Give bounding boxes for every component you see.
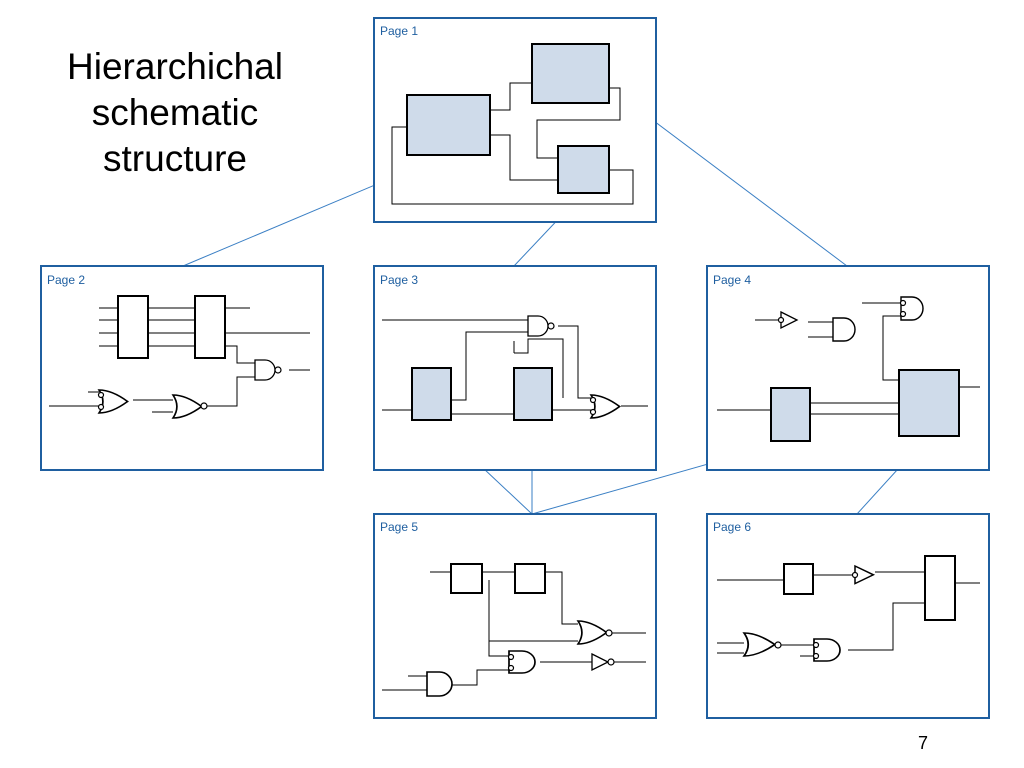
page-3-wires: [382, 319, 648, 415]
page-5-and-gate: [426, 671, 453, 697]
page-3-label: Page 3: [380, 273, 418, 287]
page-6-or-gate: [743, 632, 782, 657]
page-1-label: Page 1: [380, 24, 418, 38]
page-6-label: Page 6: [713, 520, 751, 534]
page-5-wires: [382, 571, 646, 691]
page-2-nand-gate: [254, 359, 282, 381]
page-6-buffer: [851, 565, 875, 585]
page-6-block-b: [924, 555, 956, 621]
page-3-or-gate: [589, 394, 621, 419]
page-4-block-a: [770, 387, 811, 442]
page-2-nor-gate: [172, 394, 208, 419]
page-3-block-a: [411, 367, 452, 421]
page-2-wires: [49, 307, 310, 413]
page-1-block-a: [406, 94, 491, 156]
page-5-inverter: [591, 653, 615, 671]
page-5-frame: [373, 513, 657, 719]
page-3-panel: Page 3: [373, 265, 657, 471]
page-4-buffer: [777, 311, 798, 329]
page-4-label: Page 4: [713, 273, 751, 287]
page-4-frame: [706, 265, 990, 471]
page-2-label: Page 2: [47, 273, 85, 287]
page-5-block-a: [450, 563, 483, 594]
page-4-block-b: [898, 369, 960, 437]
page-6-panel: Page 6: [706, 513, 990, 719]
page-4-panel: Page 4: [706, 265, 990, 471]
slide-title: Hierarchichal schematic structure: [40, 44, 310, 182]
page-2-panel: Page 2: [40, 265, 324, 471]
page-4-and-gate: [832, 317, 856, 342]
page-5-block-b: [514, 563, 546, 594]
page-5-nor-gate: [577, 620, 613, 645]
title-line-3: structure: [103, 138, 247, 179]
page-1-panel: Page 1: [373, 17, 657, 223]
page-5-panel: Page 5: [373, 513, 657, 719]
page-2-block-a: [117, 295, 149, 359]
page-3-block-b: [513, 367, 553, 421]
page-4-nand-gate: [899, 296, 924, 321]
page-2-or-gate: [97, 389, 129, 414]
title-line-1: Hierarchichal: [67, 46, 283, 87]
page-5-nand-gate: [507, 650, 536, 674]
page-3-nand-gate: [527, 315, 555, 337]
page-2-block-b: [194, 295, 226, 359]
page-6-nand-gate: [812, 638, 841, 662]
page-1-wires: [391, 82, 634, 205]
slide-number: 7: [918, 733, 929, 753]
page-1-block-b: [531, 43, 610, 104]
title-line-2: schematic: [91, 92, 259, 133]
page-1-block-c: [557, 145, 610, 194]
page-4-wires: [717, 302, 980, 415]
page-6-wires: [717, 571, 980, 657]
page-5-label: Page 5: [380, 520, 418, 534]
page-6-block-a: [783, 563, 814, 595]
